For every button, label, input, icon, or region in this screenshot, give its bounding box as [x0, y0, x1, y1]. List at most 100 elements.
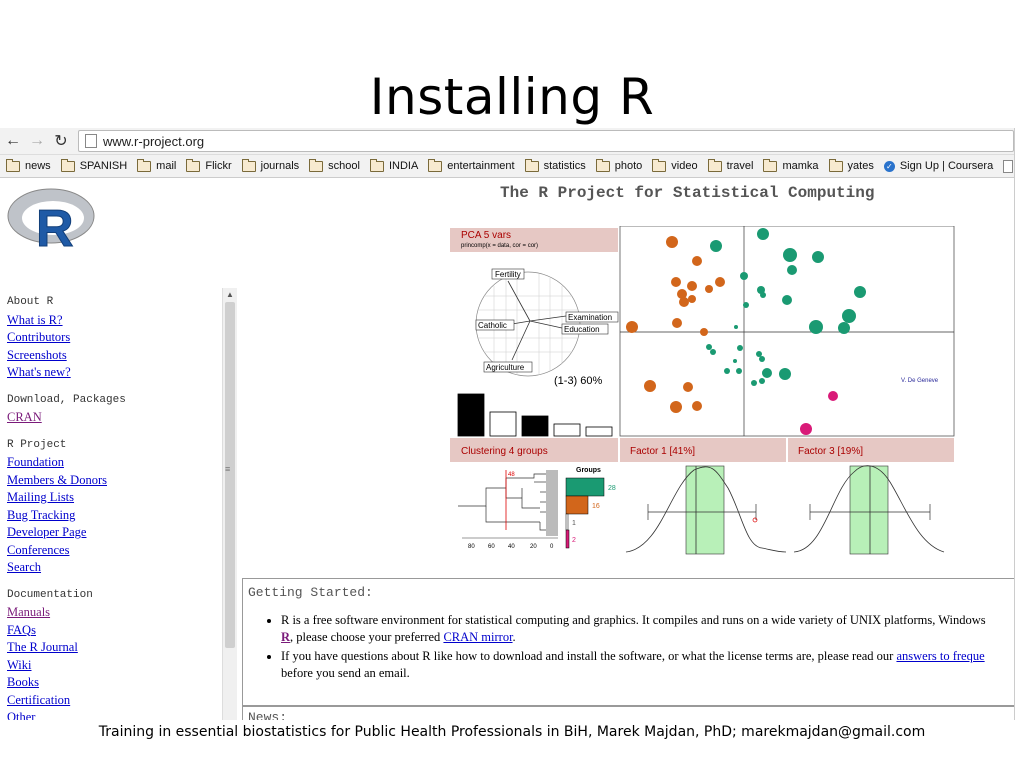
- bookmark-item[interactable]: Flickr: [186, 158, 232, 172]
- folder-icon: [524, 158, 539, 172]
- back-arrow-icon[interactable]: ←: [5, 132, 21, 149]
- factor3-box: [849, 465, 889, 555]
- bookmark-label: video: [671, 160, 698, 172]
- svg-text:20: 20: [530, 544, 537, 550]
- sidebar-link[interactable]: Bug Tracking: [7, 507, 76, 522]
- bookmark-label: INDIA: [388, 160, 419, 172]
- scree-bars: [457, 393, 613, 437]
- sidebar-link[interactable]: Screenshots: [7, 347, 67, 362]
- getting-started-title: Getting Started:: [248, 585, 373, 600]
- sidebar-link[interactable]: Search: [7, 560, 42, 574]
- bookmark-label: Flickr: [205, 160, 232, 172]
- bookmark-label: journals: [260, 160, 300, 172]
- bookmarks-bar: news SPANISH mail Flickr journals school INDIA…: [0, 155, 1014, 178]
- bookmark-item[interactable]: photo: [595, 158, 643, 172]
- sidebar-link[interactable]: Foundation: [7, 455, 64, 469]
- bookmark-item[interactable]: SPANISH: [60, 158, 128, 172]
- bookmark-item[interactable]: ✓Sign Up | Coursera: [883, 160, 994, 172]
- circle-grid: [478, 274, 578, 375]
- bookmark-item[interactable]: INDIA: [369, 158, 419, 172]
- dendrogram-leaves: [546, 470, 558, 536]
- page-title: The R Project for Statistical Computing: [500, 184, 875, 202]
- bookmark-item[interactable]: travel: [707, 158, 754, 172]
- sidebar-link[interactable]: Contributors: [7, 330, 71, 344]
- sidebar-link[interactable]: Other: [7, 710, 36, 720]
- bookmark-item[interactable]: statistics: [524, 158, 586, 172]
- sidebar-link[interactable]: CRAN: [7, 410, 42, 424]
- folder-icon: [186, 158, 201, 172]
- sidebar-link[interactable]: Conferences: [7, 542, 70, 557]
- group-count-1: 28: [608, 485, 616, 492]
- pca-header: [450, 228, 618, 252]
- folder-icon: [6, 158, 20, 172]
- bookmark-label: SPANISH: [79, 160, 128, 172]
- scroll-thumb[interactable]: [225, 302, 235, 648]
- bookmark-label: photo: [614, 160, 643, 172]
- bookmark-item[interactable]: yates: [828, 158, 874, 172]
- loading-arrows: [507, 280, 567, 361]
- group-count-2: 16: [592, 503, 600, 510]
- dendro-axis-labels: 80 60 40 20 0: [468, 544, 554, 550]
- sidebar-link[interactable]: Wiki: [7, 657, 32, 672]
- item1-end: .: [512, 630, 516, 644]
- r-logo[interactable]: R: [6, 186, 96, 252]
- bookmark-item[interactable]: school: [309, 158, 360, 172]
- bookmark-item[interactable]: news: [6, 158, 51, 172]
- folder-icon: [309, 158, 324, 172]
- scatter-green-points: [706, 228, 866, 386]
- folder-icon: [241, 158, 256, 172]
- sidebar-scrollbar[interactable]: ▲ ≡: [222, 288, 237, 720]
- sidebar-link[interactable]: Members & Donors: [7, 472, 107, 487]
- bookmark-item[interactable]: Baywo: [1003, 159, 1014, 173]
- getting-started-list: R is a free software environment for sta…: [243, 612, 1014, 682]
- factor1-outlier: [752, 517, 758, 523]
- news-title: News:: [248, 710, 288, 720]
- sidebar-link[interactable]: What is R?: [7, 312, 63, 327]
- sidebar-link[interactable]: Mailing Lists: [7, 490, 75, 504]
- folder-icon: [369, 158, 384, 172]
- address-bar[interactable]: www.r-project.org: [78, 130, 1014, 152]
- folder-icon: [428, 158, 443, 172]
- svg-text:60: 60: [488, 544, 495, 550]
- sidebar-link[interactable]: What's new?: [7, 365, 71, 379]
- faq-answers-link[interactable]: answers to freque: [896, 649, 985, 663]
- bookmark-item[interactable]: mamka: [763, 158, 819, 172]
- factor3-label: Factor 3 [19%]: [798, 446, 863, 457]
- bookmark-label: yates: [847, 160, 874, 172]
- sidebar-link[interactable]: Certification: [7, 692, 71, 707]
- page-icon: [85, 134, 97, 148]
- svg-text:80: 80: [468, 544, 475, 550]
- scroll-up-arrow-icon[interactable]: ▲: [226, 290, 234, 299]
- bookmark-item[interactable]: mail: [137, 158, 176, 172]
- sidebar-link[interactable]: FAQs: [7, 622, 36, 637]
- sidebar-link[interactable]: Books: [7, 675, 39, 689]
- slide-title: Installing R: [369, 68, 655, 126]
- groups-label: Groups: [576, 467, 601, 474]
- sidebar-link[interactable]: The R Journal: [7, 640, 78, 654]
- slide-footer: Training in essential biostatistics for …: [98, 724, 926, 740]
- bookmark-item[interactable]: video: [652, 158, 698, 172]
- bookmark-label: Sign Up | Coursera: [899, 160, 994, 172]
- r-link[interactable]: R: [281, 630, 291, 644]
- folder-icon: [652, 158, 667, 172]
- page-icon: [1003, 159, 1014, 173]
- sidebar-section-heading: About R: [7, 296, 54, 308]
- bookmark-item[interactable]: entertainment: [428, 158, 515, 172]
- group-bar-4: [565, 529, 570, 549]
- r-showcase-graphic[interactable]: PCA 5 vars princomp(x = data, cor = cor)…: [450, 226, 960, 558]
- reload-icon[interactable]: ↻: [54, 133, 68, 150]
- sidebar-link[interactable]: Developer Page: [7, 525, 87, 539]
- forward-arrow-icon[interactable]: →: [29, 132, 45, 149]
- svg-text:R: R: [36, 200, 74, 252]
- item2-text: If you have questions about R like how t…: [281, 649, 897, 663]
- group-count-4: 2: [572, 537, 576, 544]
- grip-icon: ≡: [225, 464, 231, 474]
- factor1-box: [685, 465, 725, 555]
- folder-icon: [763, 158, 778, 172]
- cran-mirror-link[interactable]: CRAN mirror: [443, 630, 513, 644]
- sidebar-link[interactable]: Manuals: [7, 605, 51, 619]
- bookmark-item[interactable]: journals: [241, 158, 300, 172]
- bookmark-label: travel: [726, 160, 754, 172]
